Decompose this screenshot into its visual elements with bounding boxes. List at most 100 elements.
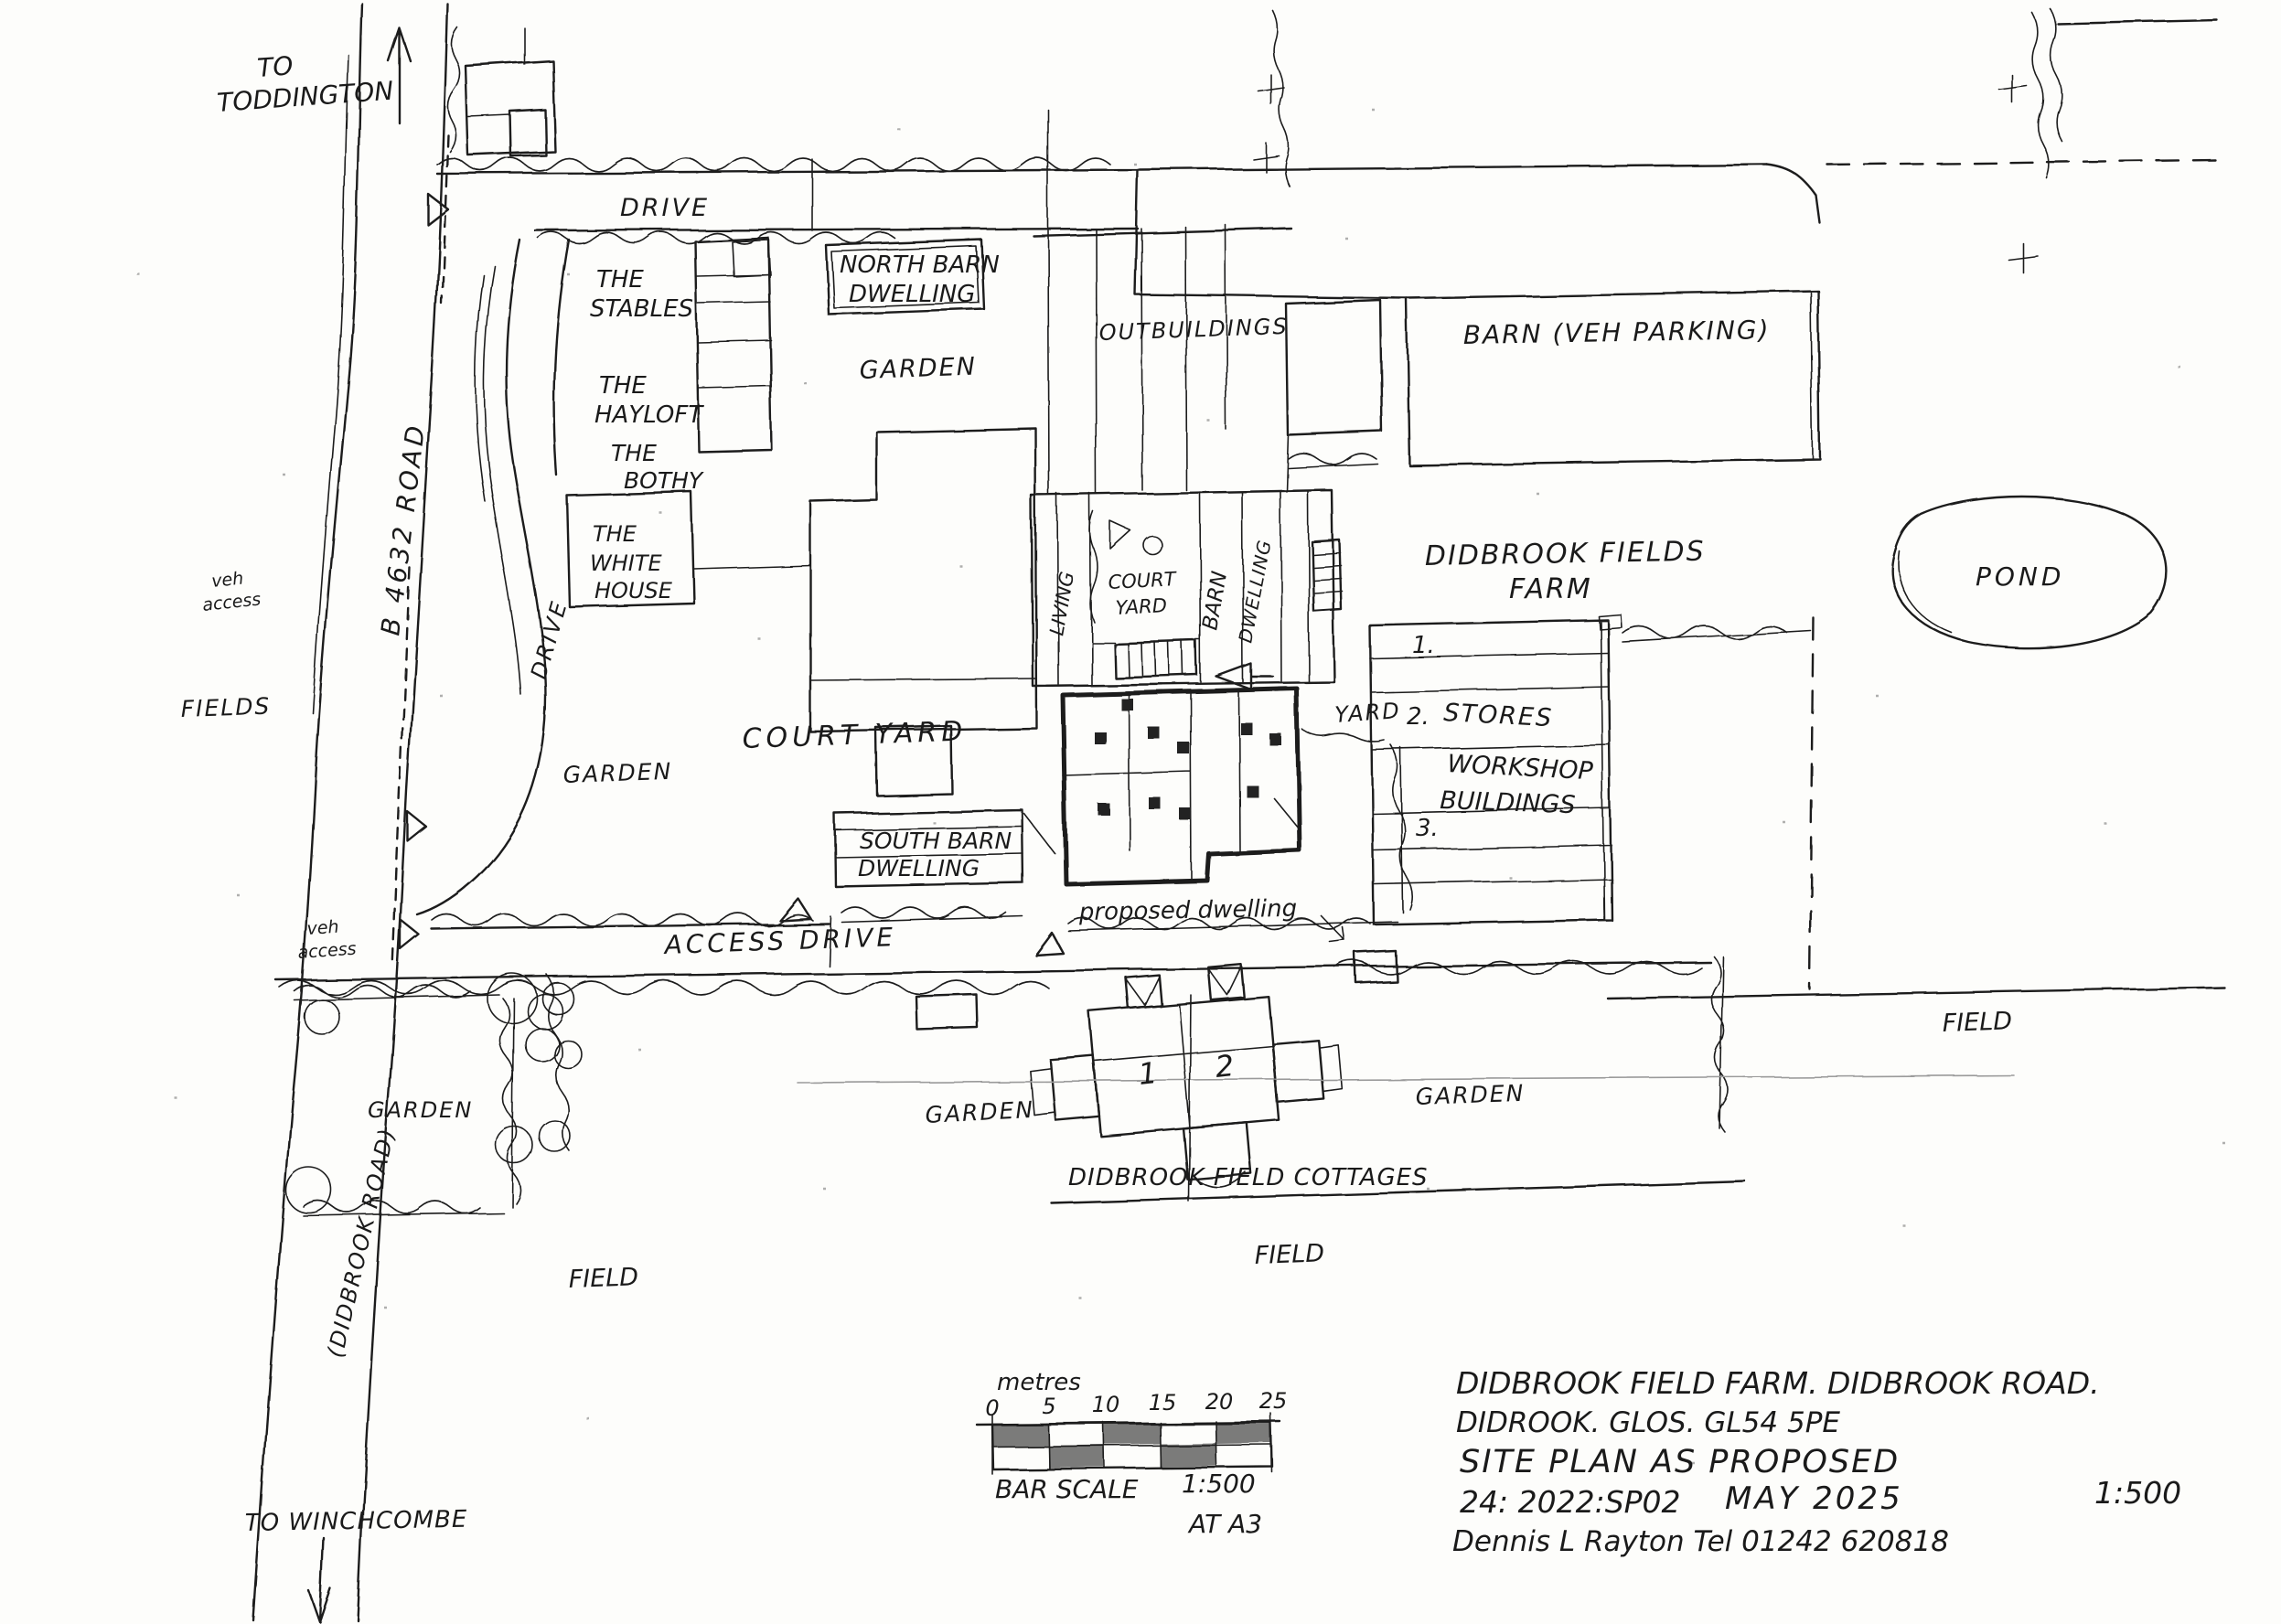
outbuildings-linework	[1032, 224, 1384, 495]
drive-west-label: DRIVE	[526, 597, 573, 682]
title-date: MAY 2025	[1725, 1480, 1903, 1517]
stables-building	[693, 236, 774, 454]
garden-hedges	[285, 956, 1729, 1217]
stores-label-3: BUILDINGS	[1440, 786, 1576, 819]
cottages-label: DIDBROOK FIELD COTTAGES	[1068, 1164, 1429, 1191]
courtyard-complex-building	[1030, 488, 1343, 688]
court-small-label-2: YARD	[1115, 594, 1168, 619]
veh-access-1-label-2: access	[201, 589, 262, 615]
title-author: Dennis L Rayton Tel 01242 620818	[1452, 1525, 1949, 1558]
title-block: DIDBROOK FIELD FARM. DIDBROOK ROAD. DIDR…	[1452, 1365, 2181, 1558]
garden-right-label: GARDEN	[1415, 1080, 1526, 1110]
cottage-1-number: 1	[1137, 1055, 1159, 1092]
veh-access-1-label-1: veh	[210, 568, 244, 592]
field-bottom-middle-label: FIELD	[1254, 1239, 1324, 1270]
north-boundary-and-drive	[435, 109, 2217, 300]
to-winchcombe-label: TO WINCHCOMBE	[245, 1506, 468, 1537]
yard-label: YARD	[1333, 698, 1401, 728]
bar-scale-ratio: 1:500	[1182, 1469, 1256, 1499]
hayloft-label-1: THE	[599, 372, 647, 400]
garden-bottom-left-label: GARDEN	[368, 1097, 473, 1123]
barn-parking-label: BARN (VEH PARKING)	[1463, 315, 1771, 350]
court-small-label-1: COURT	[1108, 568, 1178, 593]
top-right-marks	[1252, 8, 2219, 273]
stores-workshop-buildings	[1368, 618, 1613, 926]
scale-tick-15: 15	[1149, 1390, 1177, 1416]
title-scale: 1:500	[2094, 1475, 2181, 1511]
to-toddington-label-1: TO	[256, 50, 294, 83]
title-drawing-title: SITE PLAN AS PROPOSED	[1460, 1444, 1900, 1480]
courtyard-big-label: COURT YARD	[742, 715, 968, 755]
scale-bar-graphic	[975, 1413, 1282, 1475]
south-barn-building	[833, 808, 1056, 889]
top-left-structure	[446, 27, 557, 158]
farm-label-1: DIDBROOK FIELDS	[1425, 536, 1706, 572]
yard-hedges	[1301, 614, 1815, 991]
field-bottom-left-label: FIELD	[568, 1263, 638, 1294]
stables-label-1: THE	[596, 266, 644, 294]
scale-bar-labels: metres 0 5 10 15 20 25 BAR SCALE 1:500 A…	[985, 1369, 1287, 1539]
white-house-label-1: THE	[593, 521, 637, 547]
garden-middle-label: GARDEN	[925, 1096, 1035, 1128]
stores-unit1-label: 1.	[1412, 632, 1435, 659]
title-address-line2: DIDROOK. GLOS. GL54 5PE	[1456, 1406, 1840, 1439]
scale-tick-25: 25	[1259, 1388, 1288, 1414]
garden-north-label: GARDEN	[859, 353, 977, 385]
veh-access-2-label-2: access	[297, 939, 358, 963]
access-drive-label: ACCESS DRIVE	[662, 922, 897, 960]
stables-label-2: STABLES	[590, 295, 693, 323]
pond-label: POND	[1976, 561, 2064, 592]
title-address-line1: DIDBROOK FIELD FARM. DIDBROOK ROAD.	[1456, 1365, 2100, 1401]
white-house-label-3: HOUSE	[594, 578, 673, 604]
didbrook-road-label: (DIDBROOK ROAD)	[323, 1125, 401, 1360]
scale-tick-20: 20	[1205, 1389, 1234, 1415]
dwelling-wing-label: DWELLING	[1234, 538, 1275, 645]
scale-units-label: metres	[997, 1369, 1081, 1396]
farm-label-2: FARM	[1509, 573, 1592, 605]
access-drive-linework	[274, 906, 1712, 1030]
drive-top-label: DRIVE	[620, 194, 710, 222]
stores-label-1: STORES	[1443, 699, 1554, 732]
cottages-building	[1029, 963, 1343, 1189]
bar-scale-label: BAR SCALE	[995, 1474, 1139, 1504]
scale-tick-10: 10	[1092, 1392, 1120, 1417]
south-arrow-icon	[307, 1536, 333, 1624]
title-ref: 24: 2022:SP02	[1460, 1484, 1681, 1520]
labels: TO TODDINGTON DRIVE THE STABLES THE HAYL…	[180, 50, 2064, 1537]
bothy-label-1: THE	[611, 440, 657, 466]
pond-outline	[1890, 495, 2169, 649]
stores-label-2: WORKSHOP	[1447, 750, 1595, 785]
white-house-label-2: WHITE	[590, 550, 663, 576]
b4632-road-linework	[252, 2, 450, 1622]
north-barn-label-2: DWELLING	[849, 281, 975, 308]
fields-west-label: FIELDS	[180, 693, 272, 722]
to-toddington-label-2: TODDINGTON	[216, 76, 394, 118]
living-label: LIVING	[1045, 570, 1078, 637]
white-house-building	[565, 490, 811, 609]
north-barn-label-1: NORTH BARN	[840, 251, 1000, 279]
north-arrow-icon	[386, 26, 412, 124]
photocopy-speckle	[137, 108, 2225, 1465]
barn-parking-building	[1405, 289, 1822, 467]
stores-unit2-label: 2.	[1407, 703, 1430, 731]
cottage-2-number: 2	[1214, 1048, 1236, 1084]
south-barn-label-2: DWELLING	[858, 855, 980, 881]
veh-access-2-label-1: veh	[306, 917, 339, 939]
field-boundary-lines	[797, 986, 2226, 1205]
proposed-dwelling-plan	[1060, 662, 1345, 943]
garden-west-label: GARDEN	[562, 758, 673, 788]
proposed-dwelling-label: proposed dwelling	[1078, 895, 1298, 926]
gate-markers	[399, 192, 1065, 956]
scale-tick-5: 5	[1042, 1394, 1055, 1419]
west-drive-and-hedge	[415, 238, 571, 916]
stores-unit3-label: 3.	[1416, 815, 1439, 842]
north-barn-dwelling-building	[809, 238, 1038, 797]
outbuildings-label: OUTBUILDINGS	[1098, 314, 1289, 346]
bar-scale-sheet: AT A3	[1187, 1509, 1262, 1539]
scale-tick-0: 0	[985, 1395, 999, 1421]
hayloft-label-2: HAYLOFT	[594, 401, 704, 429]
barn-wing-label: BARN	[1198, 570, 1232, 632]
field-right-label: FIELD	[1942, 1007, 2012, 1038]
